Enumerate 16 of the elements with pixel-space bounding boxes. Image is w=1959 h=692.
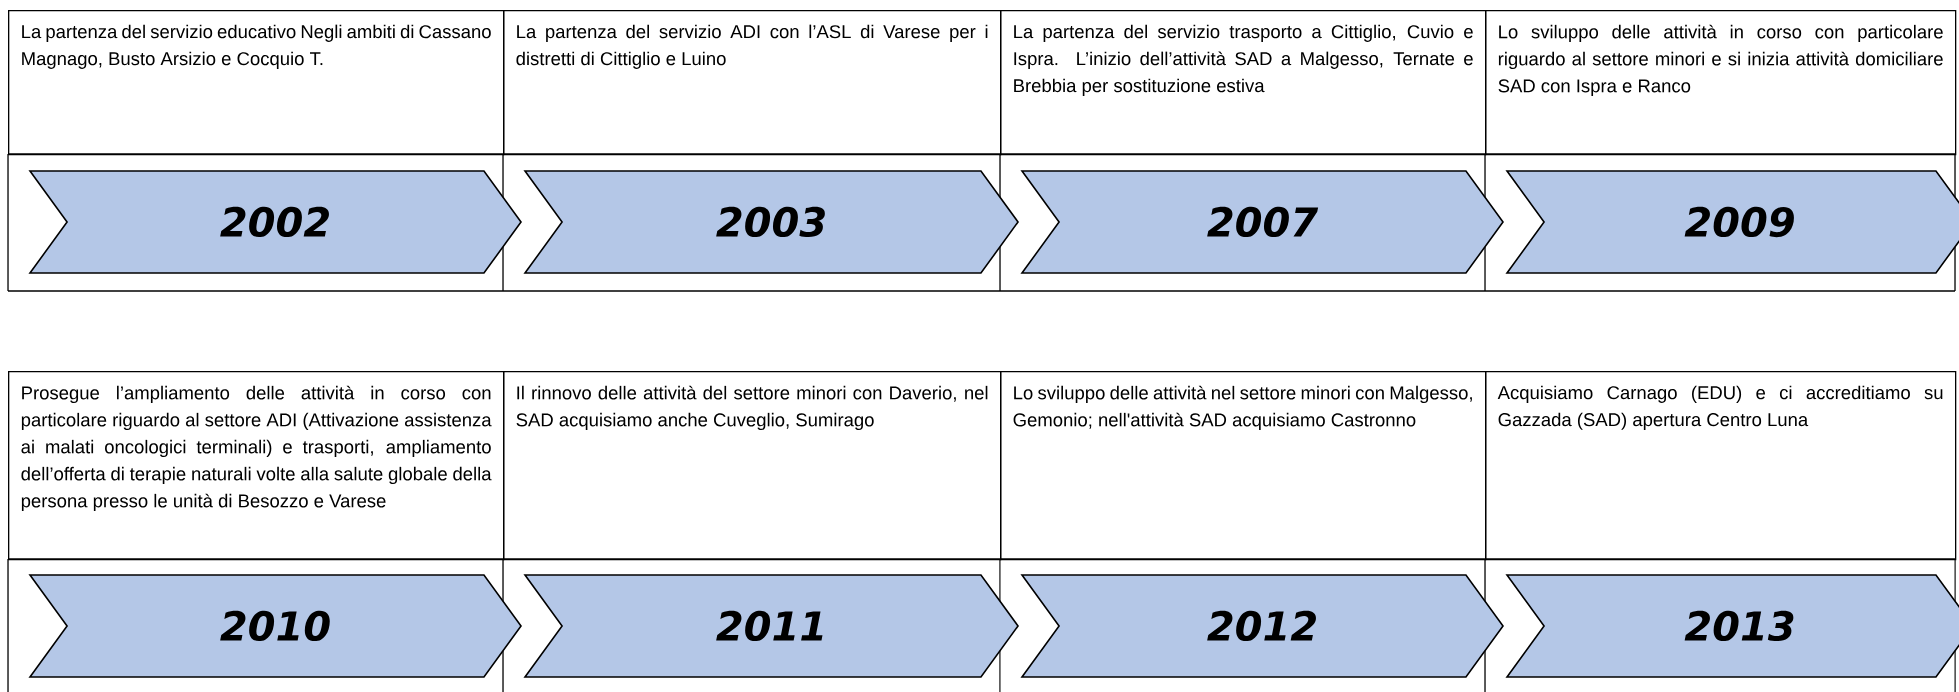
text-cell: La partenza del servizio educativo Negli ambiti di Cassano Magnago, Busto Arsizio e Cocquio T. [8, 10, 505, 156]
year-banner: 2013 [1505, 574, 1959, 678]
year-banner: 2012 [1020, 574, 1504, 678]
text-cell: La partenza del servizio ADI con l’ASL di Varese per i distretti di Cittiglio e Luino [503, 10, 1002, 156]
year-banner: 2002 [28, 170, 522, 274]
text-cell: Prosegue l’ampliamento delle attività in corso con particolare riguardo al settore ADI (Attivazione assistenza ai malati oncologici terminali) e trasporti, ampliamento dell’offerta di terapie naturali volte alla salute globale della persona presso le unità di Besozzo e Varese [8, 371, 505, 561]
text-cell: La partenza del servizio trasporto a Cittiglio, Cuvio e Ispra. L’inizio dell’attività SAD a Malgesso, Ternate e Brebbia per sostituzione estiva [1000, 10, 1487, 156]
text-cell: Acquisiamo Carnago (EDU) e ci accreditiamo su Gazzada (SAD) apertura Centro Luna [1485, 371, 1957, 561]
text-cell: Il rinnovo delle attività del settore minori con Daverio, nel SAD acquisiamo anche Cuveglio, Sumirago [503, 371, 1002, 561]
year-banner: 2010 [28, 574, 522, 678]
year-banner: 2009 [1505, 170, 1959, 274]
year-banner: 2003 [523, 170, 1019, 274]
year-banner: 2011 [523, 574, 1019, 678]
year-banner: 2007 [1020, 170, 1504, 274]
text-cell: Lo sviluppo delle attività in corso con particolare riguardo al settore minori e si inizia attività domiciliare SAD con Ispra e Ranco [1485, 10, 1957, 156]
text-cell: Lo sviluppo delle attività nel settore minori con Malgesso, Gemonio; nell'attività SAD acquisiamo Castronno [1000, 371, 1487, 561]
